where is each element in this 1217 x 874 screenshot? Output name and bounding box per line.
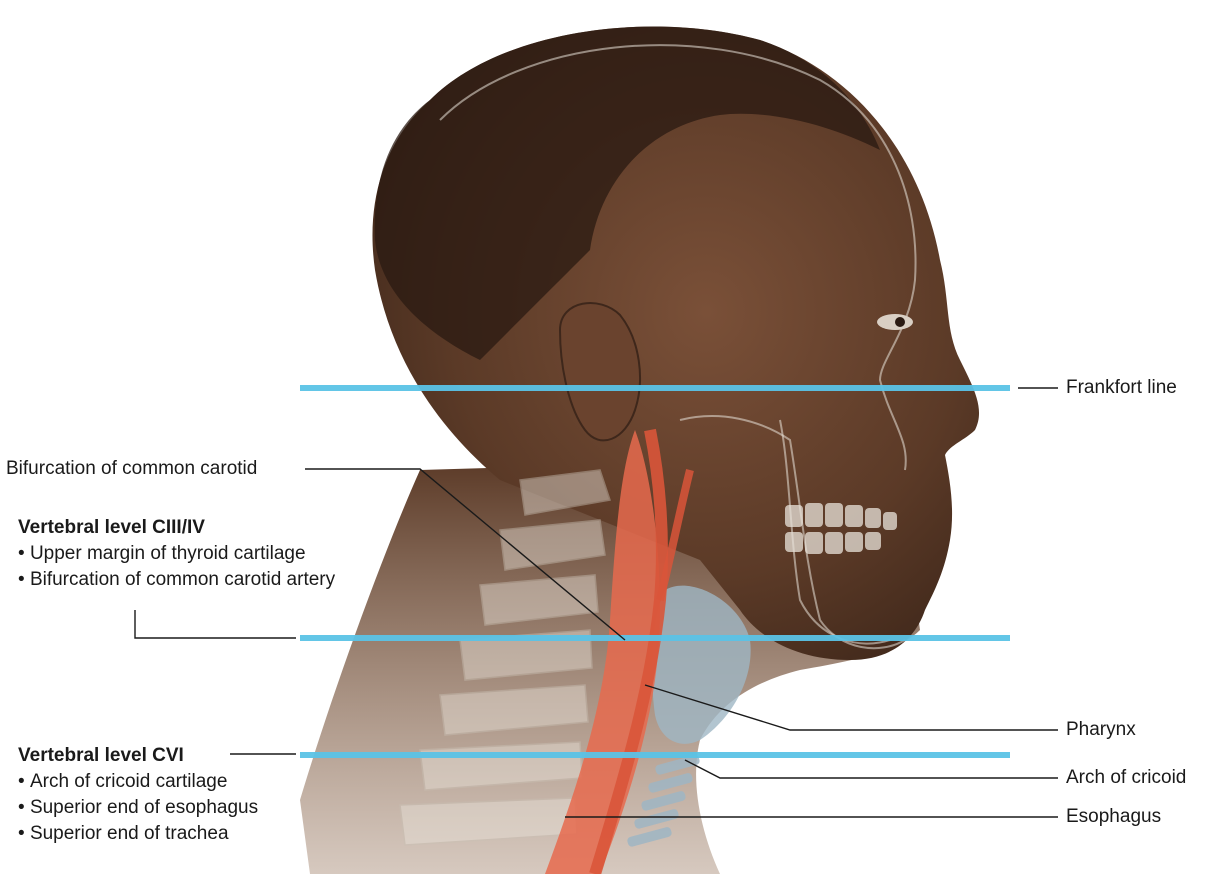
pharynx-label: Pharynx (1066, 719, 1136, 740)
carotid-artery (589, 428, 668, 874)
arch-of-cricoid-label: Arch of cricoid (1066, 767, 1187, 788)
vertebral-level-c3-c4-title: Vertebral level CIII/IV (18, 517, 205, 538)
reference-lines (300, 385, 1010, 758)
bifurcation-of-common-carotid-label: Bifurcation of common carotid (6, 458, 258, 479)
bifurcation-leader (305, 468, 626, 641)
leader-lines (134, 387, 1058, 818)
c3-c4-item: Upper margin of thyroid cartilage (18, 541, 335, 567)
eye-iris (895, 317, 905, 327)
vertebral-level-c3-c4-group: Vertebral level CIII/IV Upper margin of … (18, 515, 335, 593)
arch-cricoid-leader (684, 759, 1058, 779)
hair (374, 26, 880, 360)
vertebral-level-c6-group: Vertebral level CVI Arch of cricoid cart… (18, 743, 258, 847)
pharynx-leader (644, 684, 1058, 731)
c3-c4-item: Bifurcation of common carotid artery (18, 567, 335, 593)
mandible-outline (679, 415, 906, 650)
teeth (785, 503, 897, 554)
skull-outline (439, 44, 917, 645)
thyroid-cartilage (652, 585, 751, 744)
esophagus-label: Esophagus (1066, 806, 1162, 827)
vertebral-level-c6-title: Vertebral level CVI (18, 745, 184, 766)
frankfort-line-label: Frankfort line (1066, 377, 1177, 398)
carotid-branch (656, 469, 694, 601)
c6-item: Superior end of esophagus (18, 795, 258, 821)
c3-c4-leader (134, 610, 296, 639)
c6-item: Arch of cricoid cartilage (18, 769, 258, 795)
c6-item: Superior end of trachea (18, 821, 258, 847)
ear (558, 302, 641, 442)
trachea-rings (627, 755, 700, 847)
